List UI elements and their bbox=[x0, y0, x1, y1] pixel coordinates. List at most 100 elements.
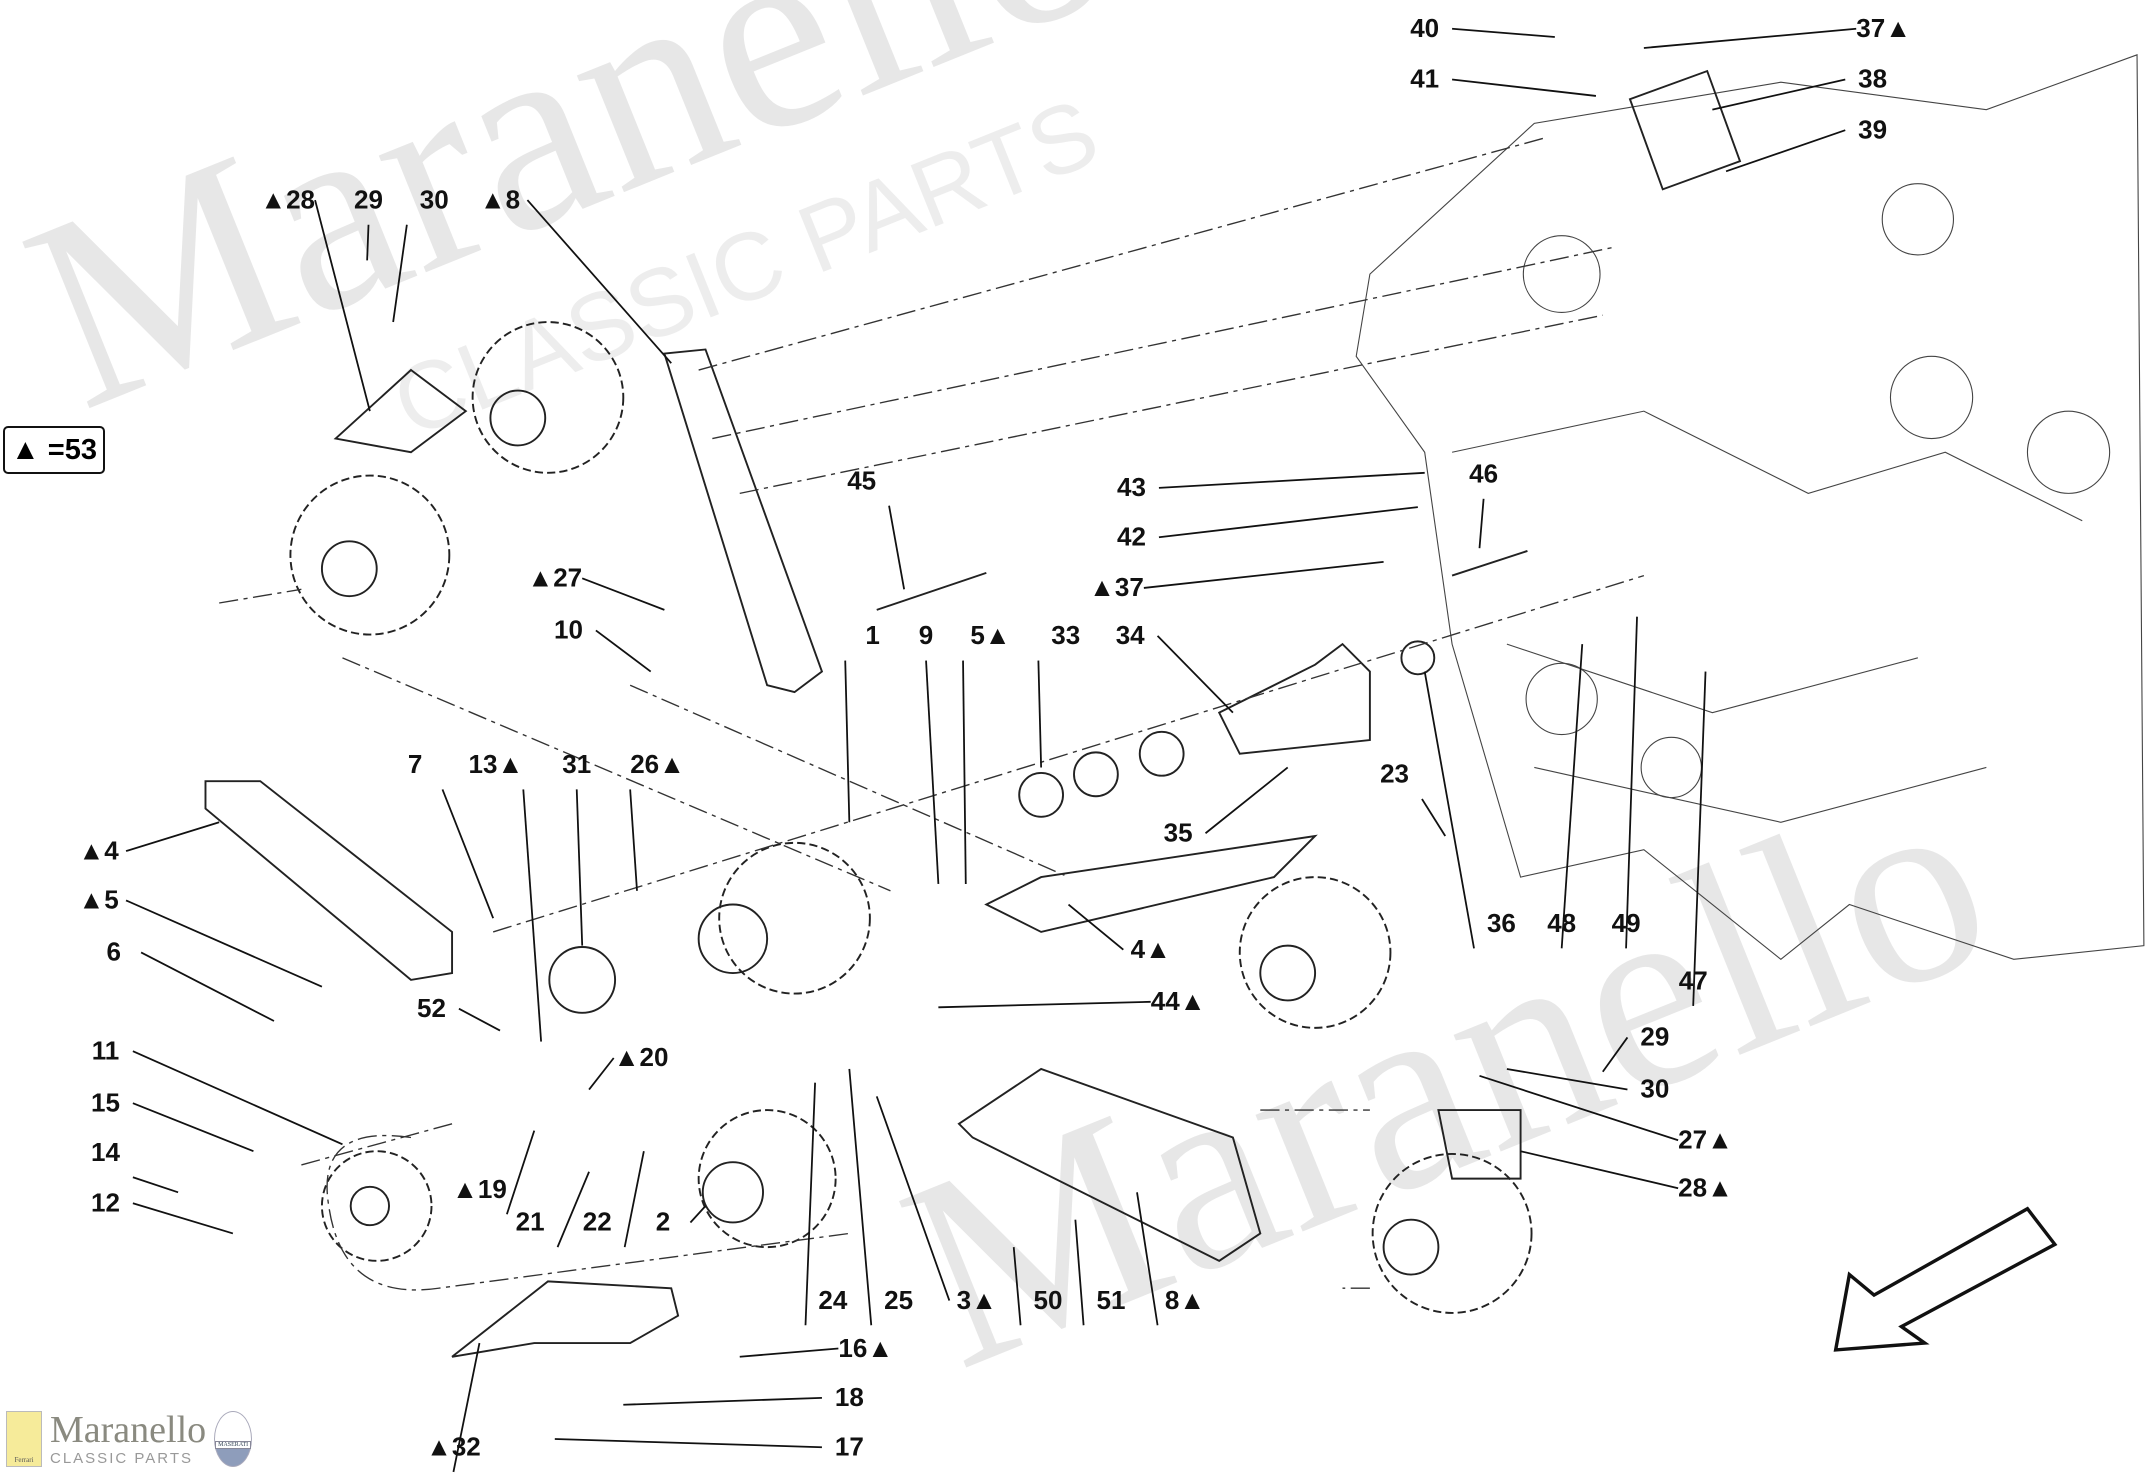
leader-line bbox=[554, 1438, 822, 1449]
callout-label: 29 bbox=[1640, 1022, 1669, 1052]
leader-line bbox=[844, 660, 851, 823]
brand-name: Maranello bbox=[50, 1409, 207, 1451]
watermark-brand: Maranello bbox=[0, 0, 1149, 467]
callout-label: 27▲ bbox=[1678, 1124, 1733, 1154]
leader-line bbox=[1037, 660, 1043, 768]
direction-arrow-icon bbox=[1833, 1206, 2058, 1352]
leader-line bbox=[1478, 498, 1485, 549]
callout-label: 18 bbox=[835, 1382, 864, 1412]
leader-line bbox=[132, 1202, 234, 1235]
leader-line bbox=[888, 505, 906, 590]
leader-line bbox=[556, 1171, 590, 1248]
maserati-badge-text: MASERATI bbox=[215, 1440, 252, 1449]
callout-label: 38 bbox=[1858, 64, 1887, 94]
callout-label: 39 bbox=[1858, 114, 1887, 144]
callout-label: ▲28 bbox=[260, 184, 315, 214]
callout-label: 42 bbox=[1117, 521, 1146, 551]
callout-label: 33 bbox=[1051, 620, 1080, 650]
leader-line bbox=[125, 899, 323, 988]
ferrari-badge-text: Ferrari bbox=[14, 1455, 34, 1464]
leader-line bbox=[314, 199, 371, 412]
callout-label: 50 bbox=[1034, 1285, 1063, 1315]
leader-line bbox=[575, 789, 584, 946]
callout-label: 15 bbox=[91, 1087, 120, 1117]
leader-line bbox=[366, 224, 370, 261]
leader-line bbox=[1506, 1068, 1628, 1091]
leader-line bbox=[1602, 1036, 1629, 1073]
callout-label: 48 bbox=[1547, 908, 1576, 938]
leader-line bbox=[1136, 1192, 1159, 1326]
callout-label: 46 bbox=[1469, 458, 1498, 488]
brand-logo: Ferrari Maranello CLASSIC PARTS MASERATI bbox=[6, 1409, 253, 1467]
callout-label: 52 bbox=[417, 993, 446, 1023]
callout-label: 34 bbox=[1116, 620, 1145, 650]
leader-line bbox=[458, 1007, 501, 1032]
leader-line bbox=[1479, 1074, 1679, 1142]
callout-label: ▲19 bbox=[452, 1174, 507, 1204]
callout-label: 12 bbox=[91, 1187, 120, 1217]
callout-label: 1 bbox=[865, 620, 879, 650]
callout-label: 30 bbox=[1640, 1074, 1669, 1104]
leader-lines bbox=[125, 27, 1857, 1473]
leader-line bbox=[522, 789, 542, 1042]
leader-line bbox=[526, 199, 672, 364]
leader-line bbox=[1712, 78, 1846, 111]
callout-label: ▲27 bbox=[527, 563, 582, 593]
callout-label: 10 bbox=[554, 615, 583, 645]
leader-line bbox=[1452, 27, 1555, 38]
gears bbox=[204, 321, 1533, 1358]
leader-line bbox=[588, 1057, 615, 1091]
callout-label: 14 bbox=[91, 1137, 120, 1167]
callout-label: 11 bbox=[92, 1035, 120, 1065]
callout-label: 26▲ bbox=[630, 749, 685, 779]
engine-block bbox=[1355, 54, 2145, 961]
leader-line bbox=[1643, 27, 1857, 49]
callout-label: 35 bbox=[1164, 817, 1193, 847]
leader-line bbox=[623, 1396, 822, 1406]
ferrari-badge-icon: Ferrari bbox=[6, 1410, 42, 1467]
leader-line bbox=[629, 789, 638, 891]
legend-text: ▲ =53 bbox=[11, 433, 97, 466]
leader-line bbox=[125, 821, 220, 852]
callout-label: ▲32 bbox=[426, 1431, 481, 1461]
callout-label: 24 bbox=[818, 1285, 847, 1315]
leader-line bbox=[452, 1342, 481, 1473]
brand-sub: CLASSIC PARTS bbox=[50, 1450, 193, 1467]
callout-label: 37▲ bbox=[1856, 13, 1911, 43]
callout-label: 25 bbox=[884, 1285, 913, 1315]
callout-label: 41 bbox=[1410, 64, 1439, 94]
callout-label: ▲4 bbox=[79, 835, 120, 865]
callout-label: 16▲ bbox=[838, 1333, 893, 1363]
callout-label: 17 bbox=[835, 1431, 864, 1461]
leader-line bbox=[1421, 798, 1446, 837]
callout-label: 43 bbox=[1117, 472, 1146, 502]
leader-line bbox=[804, 1082, 816, 1326]
maserati-badge-icon: MASERATI bbox=[214, 1410, 253, 1467]
leader-line bbox=[1204, 766, 1289, 834]
leader-line bbox=[1625, 616, 1638, 949]
leader-line bbox=[506, 1130, 536, 1215]
leader-line bbox=[1451, 78, 1597, 97]
callout-label: 13▲ bbox=[469, 749, 524, 779]
leader-line bbox=[938, 1000, 1151, 1009]
leader-line bbox=[1143, 561, 1384, 589]
leader-line bbox=[1560, 644, 1584, 949]
callout-label: 28▲ bbox=[1678, 1172, 1733, 1202]
callout-label: ▲8 bbox=[480, 184, 520, 214]
assembly-lines bbox=[219, 136, 1645, 1291]
callout-label: 47 bbox=[1679, 965, 1708, 995]
leader-line bbox=[1423, 671, 1475, 949]
callout-label: 40 bbox=[1410, 13, 1439, 43]
leader-line bbox=[1520, 1150, 1679, 1190]
callout-label: 30 bbox=[420, 184, 449, 214]
callout-label: 3▲ bbox=[957, 1285, 997, 1315]
callout-label: 44▲ bbox=[1151, 986, 1206, 1016]
leader-line bbox=[140, 951, 275, 1022]
callout-label: 4▲ bbox=[1131, 934, 1171, 964]
leader-line bbox=[1012, 1247, 1022, 1326]
callout-label: 6 bbox=[106, 937, 120, 967]
leader-line bbox=[689, 1205, 707, 1224]
leader-line bbox=[925, 660, 940, 885]
callout-label: 51 bbox=[1097, 1285, 1126, 1315]
